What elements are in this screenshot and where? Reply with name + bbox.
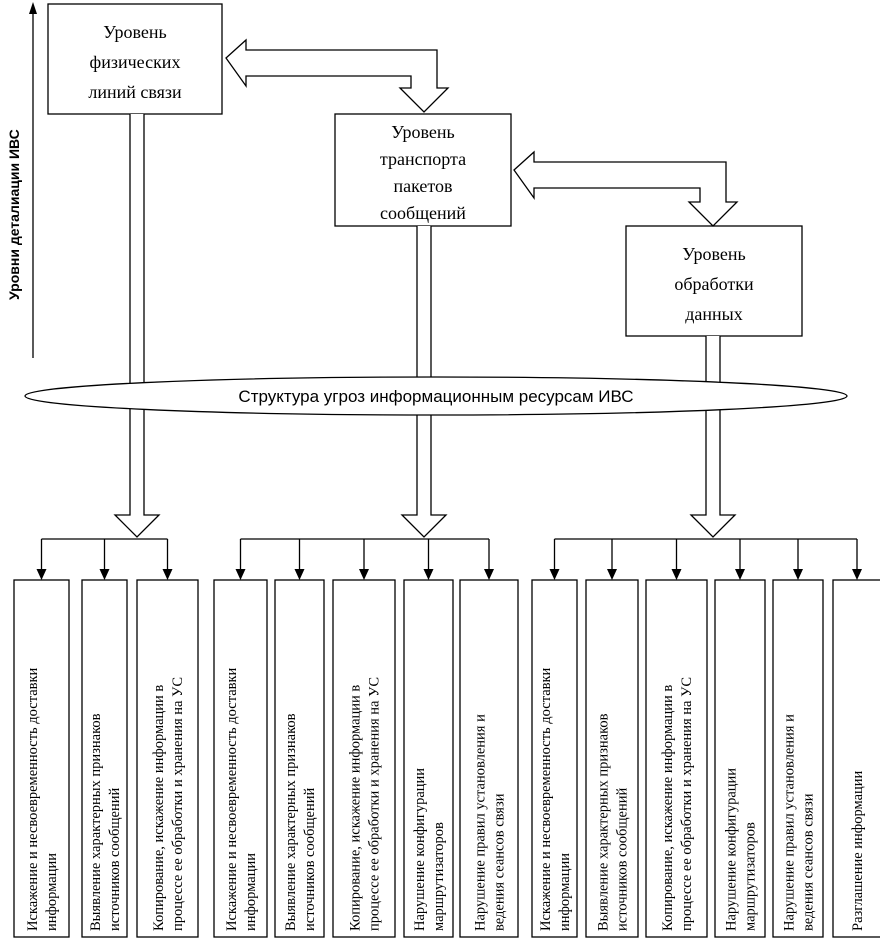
threat-rect bbox=[403, 579, 454, 938]
branch-arrowhead bbox=[735, 569, 745, 580]
threat-text: Копирование, искажение информации в bbox=[660, 685, 676, 931]
level-line: Уровень bbox=[103, 22, 166, 42]
threat-text: Нарушение правил установления и bbox=[473, 714, 489, 931]
threat-text: информации bbox=[243, 853, 259, 931]
threat-text: Выявление характерных признаков bbox=[596, 713, 612, 931]
hollow-down-arrow bbox=[113, 114, 161, 538]
branch-arrowhead bbox=[423, 569, 434, 580]
level-line: Уровень bbox=[682, 244, 745, 264]
axis-arrowhead bbox=[29, 2, 37, 14]
threat-rect bbox=[213, 579, 268, 938]
level-line: сообщений bbox=[380, 203, 466, 223]
axis-label: Уровни деталиации ИВС bbox=[6, 129, 22, 300]
branch-arrowhead bbox=[235, 569, 246, 580]
threat-rect bbox=[81, 579, 128, 938]
level-box-transport: Уровень транспорта пакетов сообщений bbox=[334, 113, 512, 227]
threat-text: Выявление характерных признаков bbox=[283, 713, 299, 931]
branch-arrowhead bbox=[99, 569, 110, 580]
branch-arrowhead bbox=[162, 569, 173, 580]
threat-text: процессе ее обработки и хранения на УС bbox=[679, 677, 695, 931]
threat-rect bbox=[714, 579, 766, 938]
threat-text: маршрутизаторов bbox=[431, 822, 447, 931]
threat-rect bbox=[585, 579, 639, 938]
threat-text: Искажение и несвоевременность доставки bbox=[224, 667, 240, 931]
branch-arrowhead bbox=[36, 569, 47, 580]
hollow-arrow-level2-level3 bbox=[513, 150, 739, 227]
level-line: Уровень bbox=[391, 122, 454, 142]
level-line: данных bbox=[685, 304, 743, 324]
threat-text: информации bbox=[44, 853, 60, 931]
threat-text: маршрутизаторов bbox=[743, 822, 759, 931]
threat-rect bbox=[832, 579, 880, 938]
threat-text: Копирование, искажение информации в bbox=[348, 685, 364, 931]
branch-arrowhead bbox=[852, 569, 862, 580]
threat-text: источников сообщений bbox=[302, 788, 318, 931]
threat-text: Выявление характерных признаков bbox=[88, 713, 104, 931]
threat-rect bbox=[13, 579, 70, 938]
branch-arrowhead bbox=[484, 569, 494, 580]
branch-arrowhead bbox=[793, 569, 803, 580]
threat-structure-ellipse bbox=[24, 376, 848, 416]
threat-text: Копирование, искажение информации в bbox=[151, 685, 167, 931]
branch-arrowhead bbox=[671, 569, 682, 580]
threat-text: процессе ее обработки и хранения на УС bbox=[170, 677, 186, 931]
hollow-down-arrow bbox=[689, 336, 737, 538]
level-rect bbox=[334, 113, 512, 227]
threat-text: Нарушение правил установления и bbox=[782, 714, 798, 931]
threat-text: процессе ее обработки и хранения на УС bbox=[367, 677, 383, 931]
level-box-physical: Уровень физических линий связи bbox=[47, 3, 223, 115]
threat-text: Нарушение конфигурации bbox=[724, 768, 740, 931]
level-line: обработки bbox=[674, 274, 754, 294]
level-line: линий связи bbox=[88, 82, 182, 102]
threat-text: Разглашение информации bbox=[850, 770, 866, 931]
threat-rect bbox=[645, 579, 708, 938]
threat-text: ведения сеансов связи bbox=[492, 793, 508, 931]
level-box-processing: Уровень обработки данных bbox=[625, 225, 803, 337]
double-line-2 bbox=[689, 336, 737, 538]
threat-rect bbox=[772, 579, 824, 938]
threat-text: ведения сеансов связи bbox=[801, 793, 817, 931]
threat-text: Искажение и несвоевременность доставки bbox=[25, 667, 41, 931]
threat-rect bbox=[531, 579, 578, 938]
threat-rect bbox=[136, 579, 199, 938]
branch-arrowhead bbox=[549, 569, 560, 580]
double-line-0 bbox=[113, 114, 161, 538]
threat-structure-label: Структура угроз информационным ресурсам … bbox=[238, 387, 633, 406]
threat-text: информации bbox=[557, 853, 573, 931]
threat-rect bbox=[459, 579, 519, 938]
hollow-arrow-level1-level2 bbox=[225, 38, 450, 113]
threat-text: источников сообщений bbox=[107, 788, 123, 931]
threat-text: источников сообщений bbox=[615, 788, 631, 931]
level-line: транспорта bbox=[380, 149, 466, 169]
branch-arrowhead bbox=[294, 569, 305, 580]
threat-rect bbox=[274, 579, 325, 938]
threat-text: Нарушение конфигурации bbox=[412, 768, 428, 931]
threat-text: Искажение и несвоевременность доставки bbox=[538, 667, 554, 931]
branch-arrowhead bbox=[359, 569, 369, 580]
threat-rect bbox=[332, 579, 396, 938]
level-line: пакетов bbox=[393, 176, 452, 196]
threat-box: Разглашение информации bbox=[832, 579, 880, 938]
branch-arrowhead bbox=[607, 569, 617, 580]
level-line: физических bbox=[90, 52, 181, 72]
